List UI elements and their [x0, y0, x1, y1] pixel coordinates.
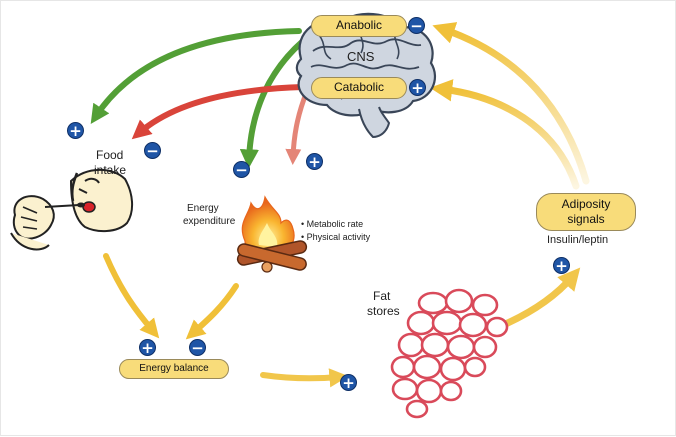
adiposity-to-catabolic-arrow [429, 79, 580, 190]
food-intake-minus-sign: − [144, 142, 161, 159]
adiposity-label-line1: Adiposity [561, 197, 611, 211]
catabolic-pill: Catabolic [311, 77, 407, 99]
food-intake-plus-sign: + [67, 122, 84, 139]
fat-stores-label-line2: stores [367, 304, 400, 318]
food-intake-label-line1: Food [96, 148, 124, 162]
physical-activity-text: Physical activity [306, 232, 371, 242]
expenditure-plus-sign: + [306, 153, 323, 170]
catabolic-to-food-intake-arrow [131, 84, 306, 140]
balance-plus-sign: + [139, 339, 156, 356]
catabolic-to-expenditure-arrow [285, 88, 310, 165]
fat-to-adiposity-arrow [497, 267, 581, 330]
adiposity-to-anabolic-arrow [432, 22, 590, 185]
anabolic-minus-sign: − [408, 17, 425, 34]
energy-balance-pill: Energy balance [119, 359, 229, 379]
balance-to-fat-plus-sign: + [340, 374, 357, 391]
balance-to-fat-arrow [260, 368, 349, 388]
person-eating-icon [10, 168, 133, 251]
expenditure-minus-sign: − [233, 161, 250, 178]
adiposity-label-line2: signals [567, 212, 605, 226]
expenditure-bullet-1: • Metabolic rate [301, 219, 364, 229]
anabolic-to-expenditure-arrow [239, 38, 306, 169]
balance-minus-sign: − [189, 339, 206, 356]
cns-label: CNS [347, 49, 375, 64]
fat-stores-label-line1: Fat [373, 289, 391, 303]
campfire-icon [236, 195, 308, 273]
anabolic-to-food-intake-arrow [90, 28, 302, 124]
expenditure-to-balance-arrow [185, 283, 239, 340]
expenditure-bullet-2: • Physical activity [301, 232, 371, 242]
metabolic-rate-text: Metabolic rate [306, 219, 364, 229]
food-intake-to-balance-arrow [103, 253, 160, 339]
anabolic-pill: Anabolic [311, 15, 407, 37]
catabolic-plus-sign: + [409, 79, 426, 96]
food-intake-label-line2: intake [94, 163, 127, 177]
expenditure-label-line2: expenditure [183, 216, 236, 227]
adiposity-signals-pill: Adiposity signals [536, 193, 636, 231]
insulin-leptin-label: Insulin/leptin [547, 234, 609, 246]
adiposity-plus-sign: + [553, 257, 570, 274]
expenditure-label-line1: Energy [187, 203, 219, 214]
fat-cells-icon [390, 288, 509, 419]
